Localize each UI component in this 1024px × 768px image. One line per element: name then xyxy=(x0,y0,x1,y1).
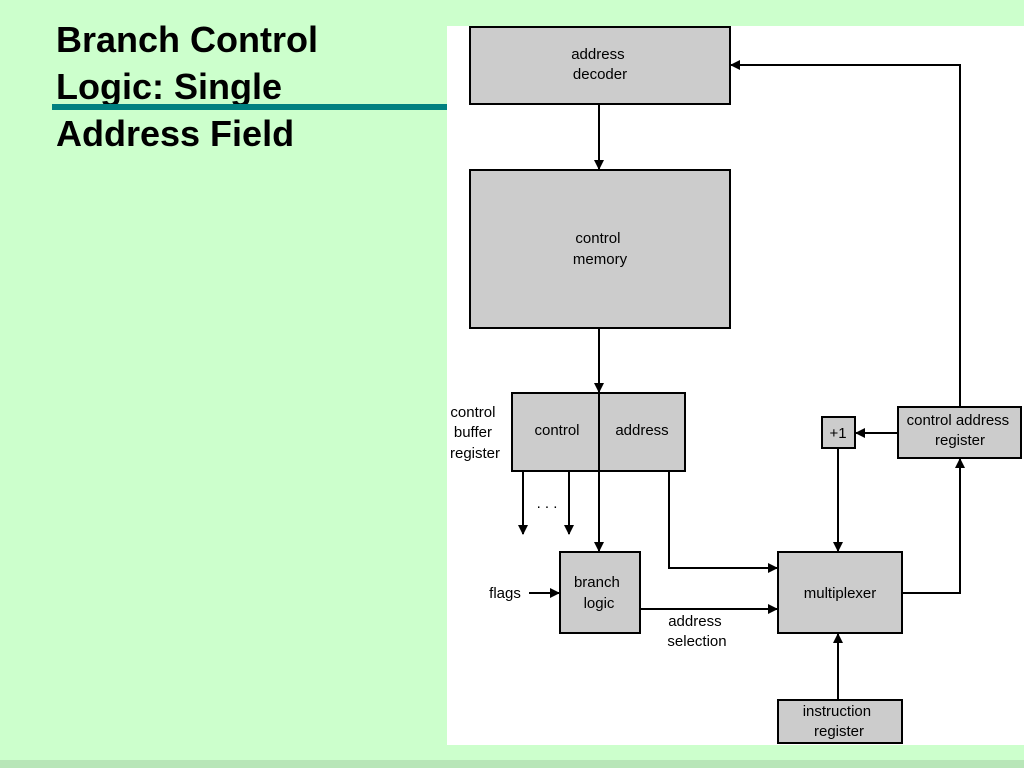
arrow-car-to-decoder xyxy=(730,60,961,407)
ellipsis-label: . . . xyxy=(537,495,558,512)
address-selection-label: address selection xyxy=(667,613,726,650)
control-buffer-register-label: control buffer register xyxy=(450,404,500,462)
control-memory-block xyxy=(469,169,731,329)
branch-control-diagram: address decoder control memory control a… xyxy=(450,26,1022,744)
slide-title-line: Address Field xyxy=(56,113,295,154)
multiplexer-label: multiplexer xyxy=(804,585,877,602)
bottom-strip xyxy=(0,760,1024,768)
address-decoder-label: address decoder xyxy=(571,46,629,83)
slide-title: Branch Control Logic: Single Address Fie… xyxy=(56,16,436,157)
control-memory-label: control memory xyxy=(573,230,628,268)
control-address-register-label: control address register xyxy=(907,412,1014,449)
arrow-multiplexer-to-car xyxy=(902,458,965,594)
slide-title-line: Logic: Single xyxy=(56,66,283,107)
title-underline xyxy=(52,104,448,110)
slide-title-line: Branch Control xyxy=(56,19,319,60)
increment-label: +1 xyxy=(829,425,846,442)
control-address-register-block xyxy=(897,406,1022,459)
arrow-address-to-multiplexer xyxy=(668,471,778,573)
diagram-panel: address decoder control memory control a… xyxy=(447,26,1024,745)
branch-logic-block xyxy=(559,551,641,634)
cbr-control-label: control xyxy=(534,422,579,439)
address-decoder-block xyxy=(469,26,731,105)
branch-logic-label: branch logic xyxy=(574,574,624,612)
instruction-register-label: instruction register xyxy=(803,703,876,740)
instruction-register-block xyxy=(777,699,903,744)
flags-label: flags xyxy=(489,585,521,602)
cbr-address-label: address xyxy=(615,422,668,439)
